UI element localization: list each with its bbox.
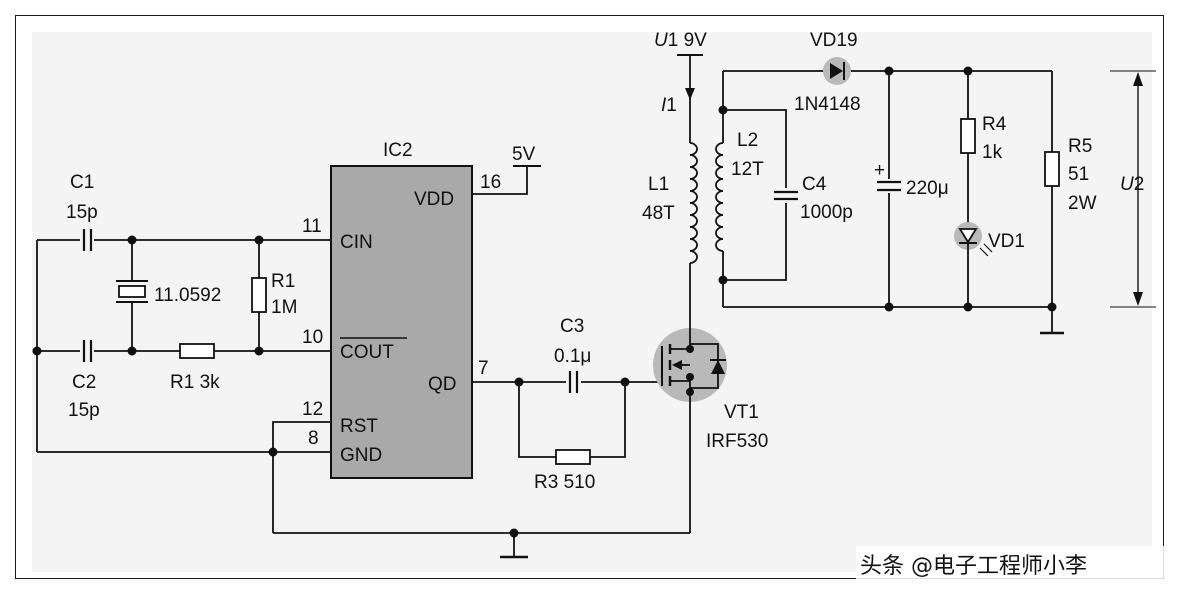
vd1-ray-a: [979, 247, 989, 257]
l2-ref: L2: [737, 130, 758, 151]
ic2-label: IC2: [383, 140, 413, 161]
pin-12-num: 12: [302, 399, 323, 420]
vd1-ray-b: [983, 243, 993, 253]
pin-vdd-label: VDD: [414, 189, 454, 210]
watermark: 头条 @电子工程师小李: [860, 554, 1087, 579]
l1-value: 48T: [642, 203, 675, 224]
l2-value: 12T: [731, 159, 764, 180]
junction: [884, 66, 894, 76]
junction: [686, 345, 694, 353]
supply-u1-label: U1 9V: [654, 30, 707, 51]
vd19-value: 1N4148: [794, 94, 861, 115]
pin-8-num: 8: [308, 428, 319, 449]
r1b-label: R1 3k: [170, 372, 220, 393]
pin-gnd-label: GND: [340, 445, 382, 466]
vt1-arrow: [672, 360, 682, 370]
c3-ref: C3: [560, 316, 584, 337]
c4-value: 1000p: [800, 202, 853, 223]
vd1-ref: VD1: [988, 231, 1025, 252]
wire: [723, 203, 787, 281]
r5-ref: R5: [1068, 136, 1092, 157]
pin-cout-label: COUT: [340, 342, 394, 363]
xtal-value: 11.0592: [154, 285, 221, 306]
pin-cin-label: CIN: [340, 232, 373, 253]
pin-rst-label: RST: [340, 416, 378, 437]
vd19-ref: VD19: [810, 30, 858, 51]
pin-7-num: 7: [478, 358, 489, 379]
u2-arrow-down: [1133, 292, 1143, 306]
r3-body: [555, 449, 591, 465]
junction: [509, 528, 519, 538]
pin-10-num: 10: [302, 327, 323, 348]
junction: [718, 105, 728, 115]
r1a-value: 1M: [271, 297, 297, 318]
wire: [590, 382, 626, 458]
wire: [518, 382, 556, 458]
c1-value: 15p: [66, 202, 98, 223]
l1-ref: L1: [648, 174, 669, 195]
junction: [686, 373, 694, 381]
cap220-plus: +: [874, 160, 885, 181]
junction: [254, 346, 264, 356]
pin-11-num: 11: [302, 216, 322, 237]
vt1-ref: VT1: [724, 402, 759, 423]
l1-coil: [689, 142, 698, 264]
junction: [32, 346, 42, 356]
c1-ref: C1: [70, 172, 94, 193]
vd1-led: [958, 228, 978, 244]
c2-ref: C2: [72, 372, 96, 393]
l2-coil: [715, 142, 724, 252]
r4-body: [960, 118, 976, 154]
supply-5v-label: 5V: [512, 144, 536, 165]
r4-ref: R4: [982, 114, 1007, 135]
junction: [884, 302, 894, 312]
c4-ref: C4: [802, 174, 827, 195]
wire: [723, 109, 787, 188]
vt1-body-diode: [711, 360, 725, 374]
rst-wire: [272, 421, 331, 533]
ic2-body: [330, 165, 473, 479]
junction: [254, 235, 264, 245]
c2-value: 15p: [68, 400, 100, 421]
r1b-body: [179, 343, 215, 359]
junction: [127, 346, 137, 356]
vdd-wire: [472, 166, 528, 195]
junction: [963, 302, 973, 312]
current-i1-label: I1: [661, 95, 677, 116]
junction: [514, 377, 524, 387]
vd19-diode: [830, 63, 843, 79]
junction: [127, 235, 137, 245]
r1a-ref: R1: [271, 271, 295, 292]
r5-body: [1044, 151, 1060, 187]
r1a-body: [251, 277, 267, 313]
pin-qd-label: QD: [428, 374, 457, 395]
r5-power: 2W: [1068, 193, 1097, 214]
xtal-body: [118, 285, 146, 298]
junction: [963, 66, 973, 76]
u2-arrow-up: [1133, 72, 1143, 86]
junction: [620, 377, 630, 387]
c3-value: 0.1μ: [554, 346, 591, 367]
watermark-bg: [856, 546, 1166, 580]
r4-value: 1k: [982, 142, 1003, 163]
junction: [686, 388, 694, 396]
junction: [1047, 302, 1057, 312]
u2-label: U2: [1120, 174, 1144, 195]
current-arrow: [685, 88, 695, 100]
cap220-value: 220μ: [906, 178, 949, 199]
pin-16-num: 16: [480, 172, 501, 193]
vt1-value: IRF530: [706, 431, 768, 452]
junction: [718, 275, 728, 285]
r5-value: 51: [1068, 164, 1089, 185]
junction: [268, 447, 278, 457]
r3-label: R3 510: [534, 472, 595, 493]
vt1-source: [670, 380, 691, 533]
